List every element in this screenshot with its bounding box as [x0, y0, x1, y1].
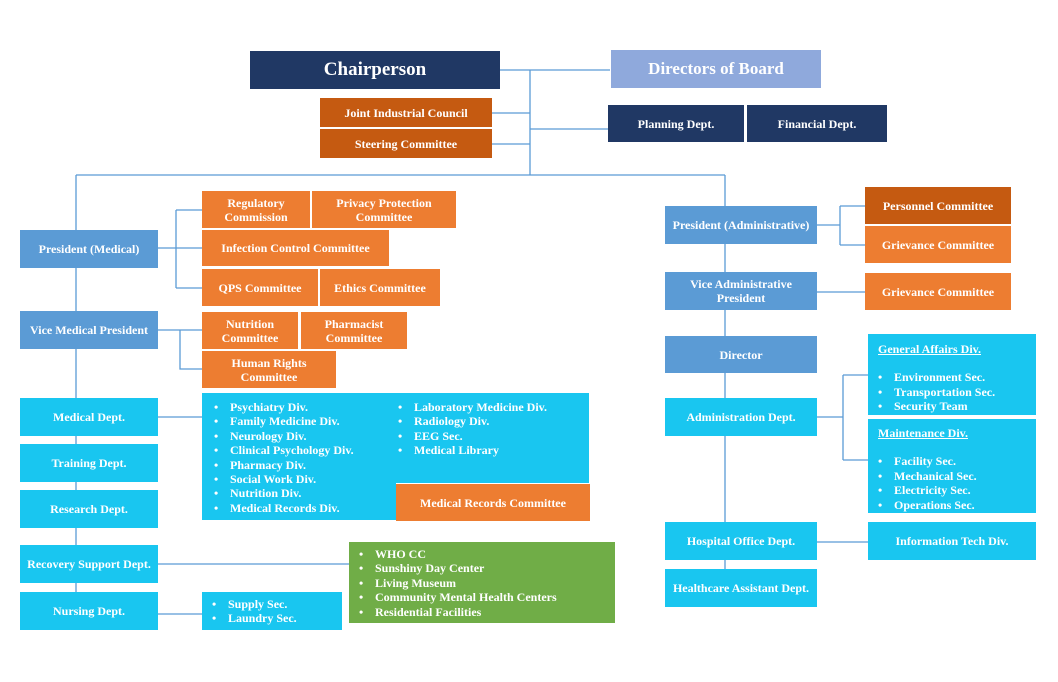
qps-committee-box: QPS Committee	[202, 269, 318, 306]
nursing-dept-box: Nursing Dept.	[20, 592, 158, 630]
information-tech-div-box: Information Tech Div.	[868, 522, 1036, 560]
nursing-units-panel: Supply Sec. Laundry Sec.	[202, 592, 342, 630]
president-medical-box: President (Medical)	[20, 230, 158, 268]
healthcare-assistant-dept-box: Healthcare Assistant Dept.	[665, 569, 817, 607]
list-item: Sunshiny Day Center	[349, 561, 615, 576]
connector-admin-divisions	[817, 374, 868, 461]
list-item: EEG Sec.	[388, 429, 547, 444]
grievance-committee-box-1: Grievance Committee	[865, 226, 1011, 263]
general-affairs-title: General Affairs Div.	[878, 342, 981, 356]
list-item: Facility Sec.	[868, 454, 1036, 469]
list-item: Medical Records Div.	[204, 501, 354, 516]
list-item: Environment Sec.	[868, 370, 1036, 385]
infection-control-committee-box: Infection Control Committee	[202, 230, 389, 266]
general-affairs-div-panel: General Affairs Div. Environment Sec. Tr…	[868, 334, 1036, 415]
list-item: Mechanical Sec.	[868, 469, 1036, 484]
regulatory-commission-box: Regulatory Commission	[202, 191, 310, 228]
planning-dept-box: Planning Dept.	[608, 105, 744, 142]
list-item: Operations Sec.	[868, 498, 1036, 513]
list-item: Medical Library	[388, 443, 547, 458]
recovery-units-panel: WHO CC Sunshiny Day Center Living Museum…	[349, 542, 615, 623]
pharmacist-committee-box: Pharmacist Committee	[301, 312, 407, 349]
medical-divisions-left-list: Psychiatry Div. Family Medicine Div. Neu…	[204, 400, 354, 516]
list-item: Community Mental Health Centers	[349, 590, 615, 605]
list-item: Family Medicine Div.	[204, 414, 354, 429]
medical-divisions-panel: Psychiatry Div. Family Medicine Div. Neu…	[202, 393, 589, 520]
list-item: Clinical Psychology Div.	[204, 443, 354, 458]
list-item: Laundry Sec.	[202, 611, 342, 626]
list-item: Social Work Div.	[204, 472, 354, 487]
vice-administrative-president-box: Vice Administrative President	[665, 272, 817, 310]
director-box: Director	[665, 336, 817, 373]
personnel-committee-box: Personnel Committee	[865, 187, 1011, 224]
connector-admin-committees	[817, 205, 865, 246]
list-item: Nutrition Div.	[204, 486, 354, 501]
president-administrative-box: President (Administrative)	[665, 206, 817, 244]
list-item: Electricity Sec.	[868, 483, 1036, 498]
list-item: Supply Sec.	[202, 597, 342, 612]
financial-dept-box: Financial Dept.	[747, 105, 887, 142]
human-rights-committee-box: Human Rights Committee	[202, 351, 336, 388]
privacy-protection-committee-box: Privacy Protection Committee	[312, 191, 456, 228]
list-item: Transportation Sec.	[868, 385, 1036, 400]
list-item: Radiology Div.	[388, 414, 547, 429]
medical-dept-box: Medical Dept.	[20, 398, 158, 436]
ethics-committee-box: Ethics Committee	[320, 269, 440, 306]
directors-of-board-box: Directors of Board	[611, 50, 821, 88]
list-item: Security Team	[868, 399, 1036, 414]
list-item: Laboratory Medicine Div.	[388, 400, 547, 415]
connector-vice-committees	[158, 329, 202, 370]
medical-records-committee-box: Medical Records Committee	[396, 484, 590, 521]
recovery-support-dept-box: Recovery Support Dept.	[20, 545, 158, 583]
training-dept-box: Training Dept.	[20, 444, 158, 482]
vice-medical-president-box: Vice Medical President	[20, 311, 158, 349]
research-dept-box: Research Dept.	[20, 490, 158, 528]
list-item: WHO CC	[349, 547, 615, 562]
list-item: Psychiatry Div.	[204, 400, 354, 415]
grievance-committee-box-2: Grievance Committee	[865, 273, 1011, 310]
list-item: Neurology Div.	[204, 429, 354, 444]
list-item: Pharmacy Div.	[204, 458, 354, 473]
steering-committee-box: Steering Committee	[320, 129, 492, 158]
chairperson-box: Chairperson	[250, 51, 500, 89]
hospital-office-dept-box: Hospital Office Dept.	[665, 522, 817, 560]
connector-med-committees	[158, 209, 202, 289]
joint-industrial-council-box: Joint Industrial Council	[320, 98, 492, 127]
nutrition-committee-box: Nutrition Committee	[202, 312, 298, 349]
administration-dept-box: Administration Dept.	[665, 398, 817, 436]
connector-councils	[492, 112, 530, 145]
list-item: Living Museum	[349, 576, 615, 591]
maintenance-title: Maintenance Div.	[878, 426, 968, 440]
maintenance-div-panel: Maintenance Div. Facility Sec. Mechanica…	[868, 419, 1036, 513]
list-item: Residential Facilities	[349, 605, 615, 620]
medical-divisions-right-list: Laboratory Medicine Div. Radiology Div. …	[388, 400, 547, 458]
